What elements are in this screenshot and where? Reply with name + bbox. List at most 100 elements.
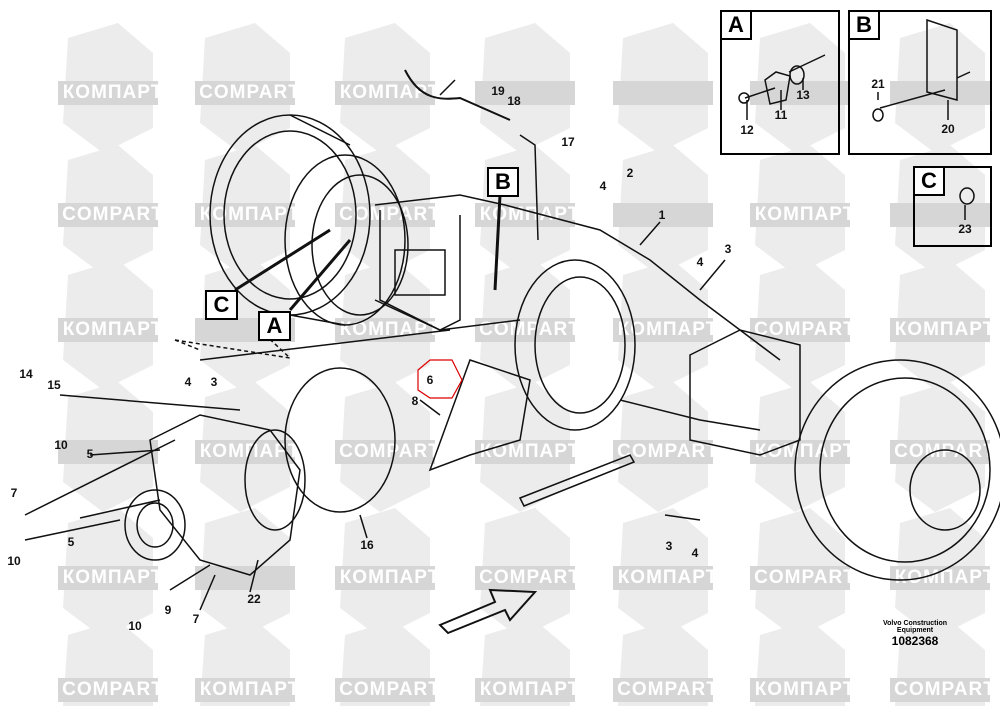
watermark-text: КОМПАРТ — [754, 679, 856, 700]
part-label: 6 — [426, 373, 434, 387]
left-wheel-hub — [209, 114, 409, 326]
watermark-logo — [475, 620, 575, 706]
footer-line1: Volvo Construction — [882, 620, 948, 627]
watermark-logo — [475, 23, 575, 153]
drawing-number: 1082368 — [891, 634, 939, 648]
callout-a: A — [258, 311, 291, 341]
part-label: 14 — [19, 367, 33, 381]
watermark-logo — [195, 23, 295, 153]
watermark-text: КОМПАРТ — [617, 319, 719, 340]
callout-b: B — [487, 167, 519, 197]
watermark-logo — [613, 260, 713, 390]
watermark-logo — [335, 23, 435, 153]
watermark-text: COMPART — [62, 679, 164, 700]
watermark-text: КОМПАРТ — [479, 204, 581, 225]
inset-label: 13 — [796, 88, 810, 102]
watermark-text: COMPART — [617, 441, 719, 462]
part-label: 10 — [7, 554, 21, 568]
inset-label: 23 — [958, 222, 972, 236]
part-label: 8 — [411, 394, 419, 408]
watermark-logo — [195, 620, 295, 706]
part-label: 2 — [626, 166, 634, 180]
part-label: 10 — [54, 438, 68, 452]
watermark-logo — [613, 23, 713, 153]
watermark-text: КОМПАРТ — [199, 679, 301, 700]
part-label: 3 — [210, 375, 218, 389]
inset-a: A — [720, 10, 840, 155]
watermark-logo — [195, 145, 295, 275]
right-wheel-hub — [794, 359, 1000, 581]
watermark-logo — [750, 145, 850, 275]
watermark-logo — [58, 508, 158, 638]
watermark-text: КОМПАРТ — [339, 567, 441, 588]
seal-ring — [284, 367, 396, 513]
part-label: 22 — [247, 592, 261, 606]
inset-label: 20 — [941, 122, 955, 136]
part-label: 1 — [658, 208, 666, 222]
watermark-text: КОМПАРТ — [617, 567, 719, 588]
part-label: 19 — [491, 84, 505, 98]
watermark-logo — [335, 508, 435, 638]
part-label: 4 — [184, 375, 192, 389]
inset-a-letter: A — [722, 12, 752, 40]
watermark-text: КОМПАРТ — [754, 204, 856, 225]
part-label: 16 — [360, 538, 374, 552]
part-label: 4 — [691, 546, 699, 560]
watermark-text: КОМПАРТ — [479, 441, 581, 462]
watermark-text: КОМПАРТ — [62, 319, 164, 340]
watermark-text: COMPART — [339, 441, 441, 462]
watermark-logo — [890, 382, 990, 512]
part-label: 9 — [164, 603, 172, 617]
watermark-logo — [613, 382, 713, 512]
part-label: 5 — [86, 447, 94, 461]
footer-line2: Equipment — [896, 627, 934, 634]
watermark-logo — [750, 620, 850, 706]
watermark-text: COMPART — [754, 319, 856, 340]
watermark-text: COMPART — [754, 567, 856, 588]
part-label: 17 — [561, 135, 575, 149]
watermark-text: КОМПАРТ — [62, 567, 164, 588]
watermark-logo — [475, 382, 575, 512]
watermark-logo — [890, 260, 990, 390]
watermark-logo — [613, 145, 713, 275]
part-label: 4 — [599, 179, 607, 193]
inset-b-letter: B — [850, 12, 880, 40]
watermark-logo — [335, 382, 435, 512]
watermark-logo — [475, 508, 575, 638]
inset-b: B — [848, 10, 992, 155]
watermark-logo — [890, 620, 990, 706]
inset-c-letter: C — [915, 168, 945, 196]
watermark-text: COMPART — [199, 82, 301, 103]
watermark-text: COMPART — [617, 679, 719, 700]
watermark-logo — [475, 260, 575, 390]
part-label: 18 — [507, 94, 521, 108]
part-label: 4 — [696, 255, 704, 269]
inset-label: 21 — [871, 77, 885, 91]
part-6-highlight — [417, 359, 463, 399]
watermark-logo — [58, 23, 158, 153]
inset-label: 11 — [774, 108, 788, 122]
part-label: 3 — [665, 539, 673, 553]
part-label: 3 — [724, 242, 732, 256]
watermark-text: КОМПАРТ — [62, 82, 164, 103]
watermark-logo — [613, 508, 713, 638]
axle-housing-ring — [514, 259, 636, 431]
watermark-text: COMPART — [62, 204, 164, 225]
watermark-text: КОМПАРТ — [894, 567, 996, 588]
part-label: 15 — [47, 378, 61, 392]
watermark-text: COMPART — [339, 204, 441, 225]
watermark-logo — [750, 508, 850, 638]
watermark-text: COMPART — [479, 319, 581, 340]
watermark-text: COMPART — [479, 567, 581, 588]
callout-c: C — [205, 290, 238, 320]
differential — [124, 414, 306, 576]
direction-arrow — [438, 588, 538, 635]
watermark-text: КОМПАРТ — [479, 679, 581, 700]
watermark-logo — [335, 620, 435, 706]
part-label: 10 — [128, 619, 142, 633]
watermark-text: COMPART — [339, 679, 441, 700]
inset-label: 12 — [740, 123, 754, 137]
